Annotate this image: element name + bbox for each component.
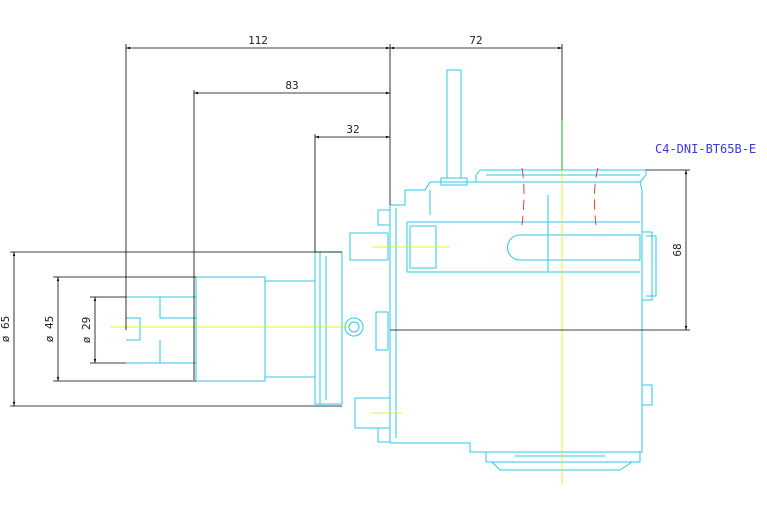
dim-dia65-label: ø 65 (0, 316, 12, 343)
dim-83-label: 83 (285, 79, 298, 92)
hidden-lines (521, 167, 599, 226)
dim-68-label: 68 (671, 243, 684, 256)
dimensions: 112 72 83 32 68 ø 65 ø 45 ø 29 (0, 34, 690, 407)
dim-dia45-label: ø 45 (43, 316, 56, 343)
centerlines (110, 120, 563, 485)
part-number-label: C4-DNI-BT65B-E (655, 142, 756, 156)
dim-32-label: 32 (346, 123, 359, 136)
dim-72-label: 72 (469, 34, 482, 47)
dim-112-label: 112 (248, 34, 268, 47)
tool-holder-outline (126, 69, 657, 471)
dim-dia29-label: ø 29 (80, 317, 93, 344)
